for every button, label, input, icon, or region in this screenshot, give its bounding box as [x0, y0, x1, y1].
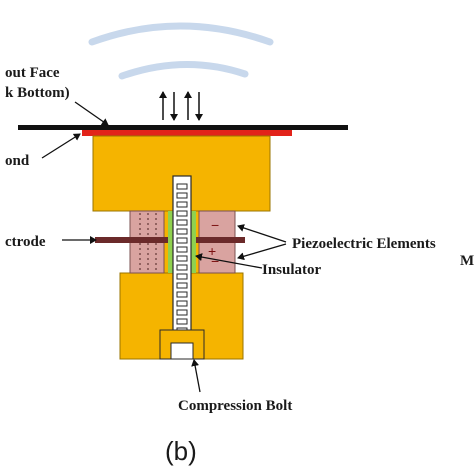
- bolt-thread: [176, 309, 188, 316]
- bolt-thread: [176, 264, 188, 271]
- wave-outer: [88, 22, 274, 46]
- bolt-thread: [176, 291, 188, 298]
- bolt-thread: [176, 201, 188, 208]
- leader-radiant-face: [74, 101, 109, 126]
- figure-caption: (b): [165, 436, 197, 466]
- plus-sign: +: [208, 243, 216, 259]
- bolt-thread: [176, 228, 188, 235]
- leader-piezo-a: [237, 224, 287, 243]
- minus-sign-2: −: [211, 253, 219, 269]
- compression-bolt: [172, 175, 192, 347]
- bolt-thread: [176, 237, 188, 244]
- tank-plate: [18, 125, 348, 130]
- leader-piezo-b: [237, 243, 287, 261]
- leader-insulator: [195, 253, 263, 269]
- wave-inner: [118, 61, 249, 80]
- label-piezo: Piezoelectric Elements: [292, 236, 436, 252]
- bolt-thread: [176, 183, 188, 190]
- label-bond: ond: [5, 153, 30, 169]
- bolt-thread: [176, 246, 188, 253]
- insulator-sleeve: [168, 211, 173, 273]
- label-radiant-face-1: out Face: [5, 65, 60, 81]
- bolt-thread: [176, 210, 188, 217]
- bolt-thread: [176, 318, 188, 325]
- bond-layer: [82, 130, 292, 136]
- bolt-head: [170, 342, 194, 360]
- label-radiant-face-2: k Bottom): [5, 85, 70, 101]
- bolt-thread: [176, 282, 188, 289]
- vibration-arrows: [159, 91, 203, 121]
- label-electrode: ctrode: [5, 234, 46, 250]
- minus-sign: −: [211, 217, 219, 233]
- bolt-thread: [176, 192, 188, 199]
- label-insulator: Insulator: [262, 262, 322, 278]
- label-piezo-suffix: M: [460, 253, 474, 269]
- leader-bolt: [191, 359, 201, 393]
- bolt-thread: [176, 255, 188, 262]
- leader-bond: [41, 133, 81, 159]
- insulator-sleeve-right: [191, 211, 196, 273]
- label-bolt: Compression Bolt: [178, 398, 292, 414]
- bolt-thread: [176, 273, 188, 280]
- bolt-thread: [176, 300, 188, 307]
- bolt-thread: [176, 219, 188, 226]
